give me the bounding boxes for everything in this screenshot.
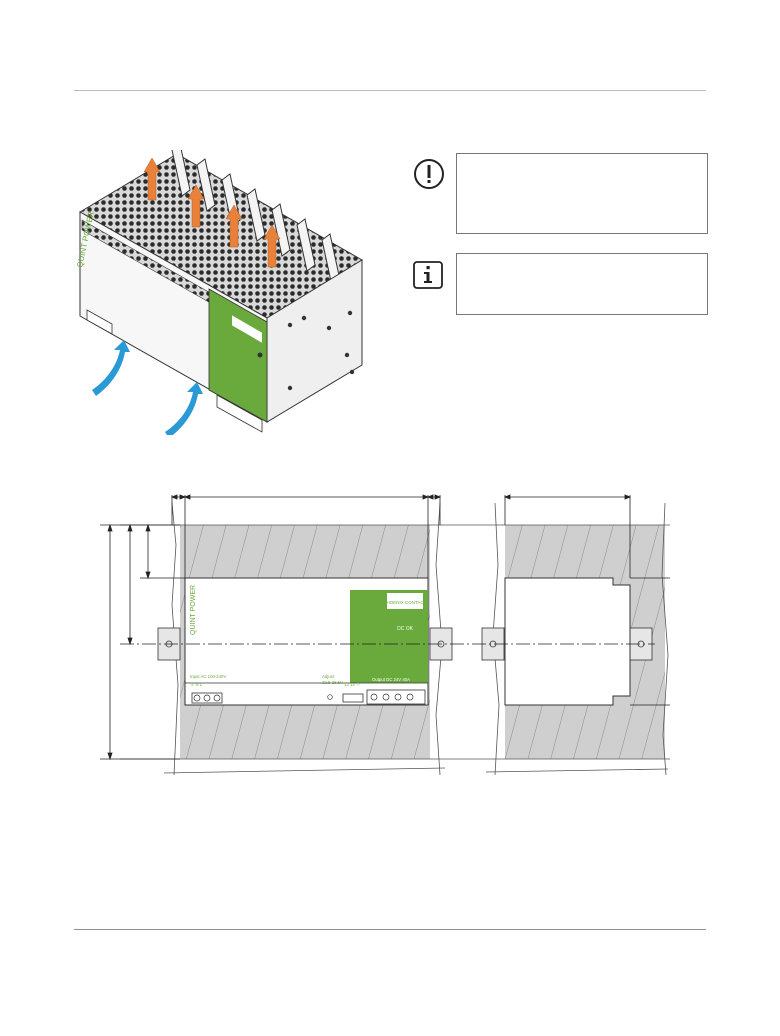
output-terminals: + + − −	[372, 684, 386, 689]
exclamation-circle-icon	[413, 158, 445, 190]
header-rule	[74, 90, 706, 91]
output-label: Output DC 24V 40A	[372, 677, 410, 682]
info-notice-box	[456, 253, 708, 315]
footer-rule	[74, 929, 706, 930]
warning-notice-box	[456, 153, 708, 234]
info-icon	[413, 261, 443, 289]
mounting-dimension-drawing: PHOENIX CONTACT DC OK Input AC 100-240V …	[100, 485, 685, 776]
front-brand-vertical: QUINT POWER	[190, 585, 197, 635]
device-isometric-illustration: QUINT POWER	[72, 143, 372, 438]
dc-ok-label: DC OK	[397, 626, 414, 632]
input-terminals: ⏚ N L	[190, 682, 203, 687]
adjust-label: Adjust	[322, 674, 335, 679]
phoenix-logo	[387, 593, 423, 609]
signal-terminals: 13 14 ☉	[344, 682, 360, 687]
input-label: Input AC 100-240V	[190, 674, 226, 679]
adjust-range: 22.5-28.5V	[322, 680, 343, 685]
logo-text: PHOENIX CONTACT	[384, 600, 427, 605]
